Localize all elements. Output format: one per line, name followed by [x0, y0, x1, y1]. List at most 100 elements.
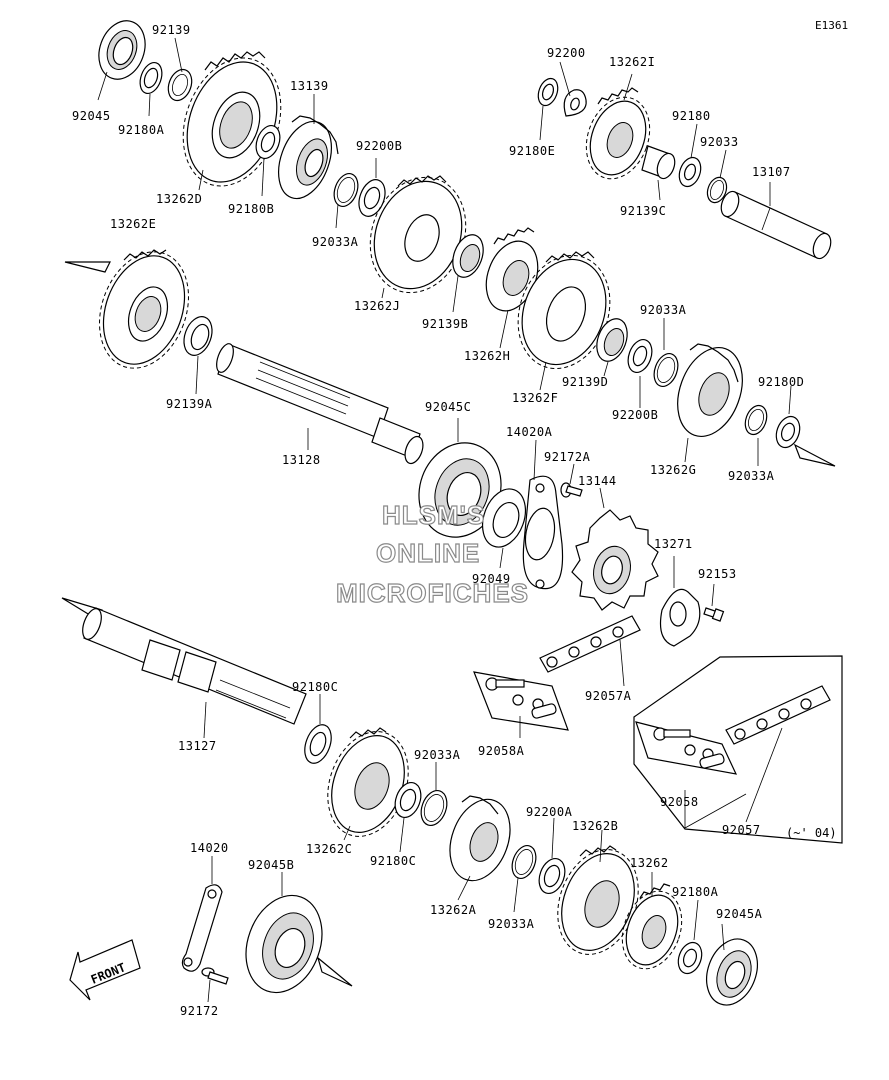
screw-92172 [201, 967, 229, 985]
axis-arrow-bottom [316, 956, 353, 987]
part-label: 92049 [472, 572, 511, 586]
circlip-92033A-low [420, 789, 448, 827]
bearing-92045 [98, 20, 146, 80]
inset-note: (~' 04) [786, 826, 837, 840]
part-label: 92033A [488, 917, 535, 931]
bushing-92139A [183, 316, 213, 356]
part-label: 92033A [312, 235, 359, 249]
bushing-92139D [596, 318, 628, 362]
axis-arrow-right-mid [793, 443, 836, 467]
part-label: 92180C [370, 854, 417, 868]
bearing-92045B [245, 894, 323, 994]
gear-13262D [182, 51, 282, 187]
gear-13262E [99, 249, 189, 369]
part-label: 13262 [630, 856, 669, 870]
part-label: 92057 [722, 823, 761, 837]
inset-box [633, 655, 843, 844]
gear-13262 [621, 883, 683, 970]
shaft-13128 [216, 343, 424, 465]
washer-92200A [538, 857, 566, 895]
front-arrow-icon: FRONT [69, 939, 141, 1001]
part-label: 92172A [544, 450, 591, 464]
bearing-92045C [418, 442, 502, 538]
washer-92180A-low [677, 941, 703, 975]
bearing-92045A [706, 938, 758, 1006]
part-label: 92200 [547, 46, 586, 60]
gear-13139 [278, 115, 339, 200]
screw-92172A [560, 482, 583, 498]
bolt-92153 [703, 607, 725, 622]
plate-13271 [659, 588, 701, 647]
link-kit-92058 [635, 721, 738, 775]
part-label: 92200B [356, 139, 403, 153]
shaft-13107 [720, 190, 832, 260]
washer-92180A-top [139, 61, 163, 95]
part-label: 13107 [752, 165, 791, 179]
plate-14020 [181, 884, 223, 972]
part-label: 92033 [700, 135, 739, 149]
part-label: 92033A [728, 469, 775, 483]
bushing-92139B [452, 234, 484, 278]
part-label: 92045 [72, 109, 111, 123]
washer-92200B-mid [627, 338, 653, 374]
part-label: 92139B [422, 317, 469, 331]
part-label: 92045B [248, 858, 295, 872]
circlip-92033A-top [333, 172, 359, 208]
axis-arrow-left-top [64, 261, 111, 273]
part-label: 92200B [612, 408, 659, 422]
part-label: 13127 [178, 739, 217, 753]
leader-lines [97, 37, 792, 1003]
part-label: 13262G [650, 463, 697, 477]
part-label: 13271 [654, 537, 693, 551]
part-label: 92180 [672, 109, 711, 123]
washer-92180D [775, 415, 801, 449]
part-label: 92172 [180, 1004, 219, 1018]
part-label: 92180D [758, 375, 805, 389]
part-label: 92153 [698, 567, 737, 581]
circlip-92033A-bottom [511, 844, 537, 880]
part-label: 13128 [282, 453, 321, 467]
seal-92049 [481, 488, 527, 548]
washer-92180E [537, 77, 559, 107]
watermark-line-3: MICROFICHES [335, 577, 529, 608]
part-label: 92180A [672, 885, 719, 899]
watermark-line-1: HLSM'S [381, 499, 486, 530]
part-label: 13262E [110, 217, 157, 231]
bushing-92139 [167, 68, 193, 102]
circlip-92033A-right [744, 404, 768, 436]
gear-13262B [557, 845, 639, 955]
watermark-line-2: ONLINE [375, 537, 481, 568]
part-label: 92045C [425, 400, 472, 414]
part-label: 13144 [578, 474, 617, 488]
part-label: 14020 [190, 841, 229, 855]
part-label: 13262C [306, 842, 353, 856]
plate-14020A [522, 475, 564, 590]
shaft-13127 [82, 607, 307, 725]
part-label: 92139A [166, 397, 213, 411]
sprocket-13144 [571, 509, 659, 611]
circlip-92033A-mid [653, 352, 679, 388]
part-label: 13262B [572, 819, 619, 833]
part-label: 13139 [290, 79, 329, 93]
part-label: 13262J [354, 299, 401, 313]
part-label: 92180A [118, 123, 165, 137]
washer-92200 [563, 89, 587, 117]
bushing-92139C [641, 145, 676, 180]
part-label: 92139D [562, 375, 609, 389]
gear-13262G [677, 343, 743, 438]
part-label: 92180B [228, 202, 275, 216]
washer-92180C-low [394, 781, 422, 819]
part-label: 92058A [478, 744, 525, 758]
part-label: 92180E [509, 144, 556, 158]
washer-92180C-top [304, 724, 332, 764]
part-label: 14020A [506, 425, 553, 439]
part-label: 92180C [292, 680, 339, 694]
part-label: 13262D [156, 192, 203, 206]
part-label: 13262F [512, 391, 559, 405]
gear-13262A [449, 795, 511, 882]
washer-92200B-top [358, 179, 386, 217]
part-label: 92058 [660, 795, 699, 809]
circlip-92033 [706, 176, 728, 204]
part-label: 92045A [716, 907, 763, 921]
